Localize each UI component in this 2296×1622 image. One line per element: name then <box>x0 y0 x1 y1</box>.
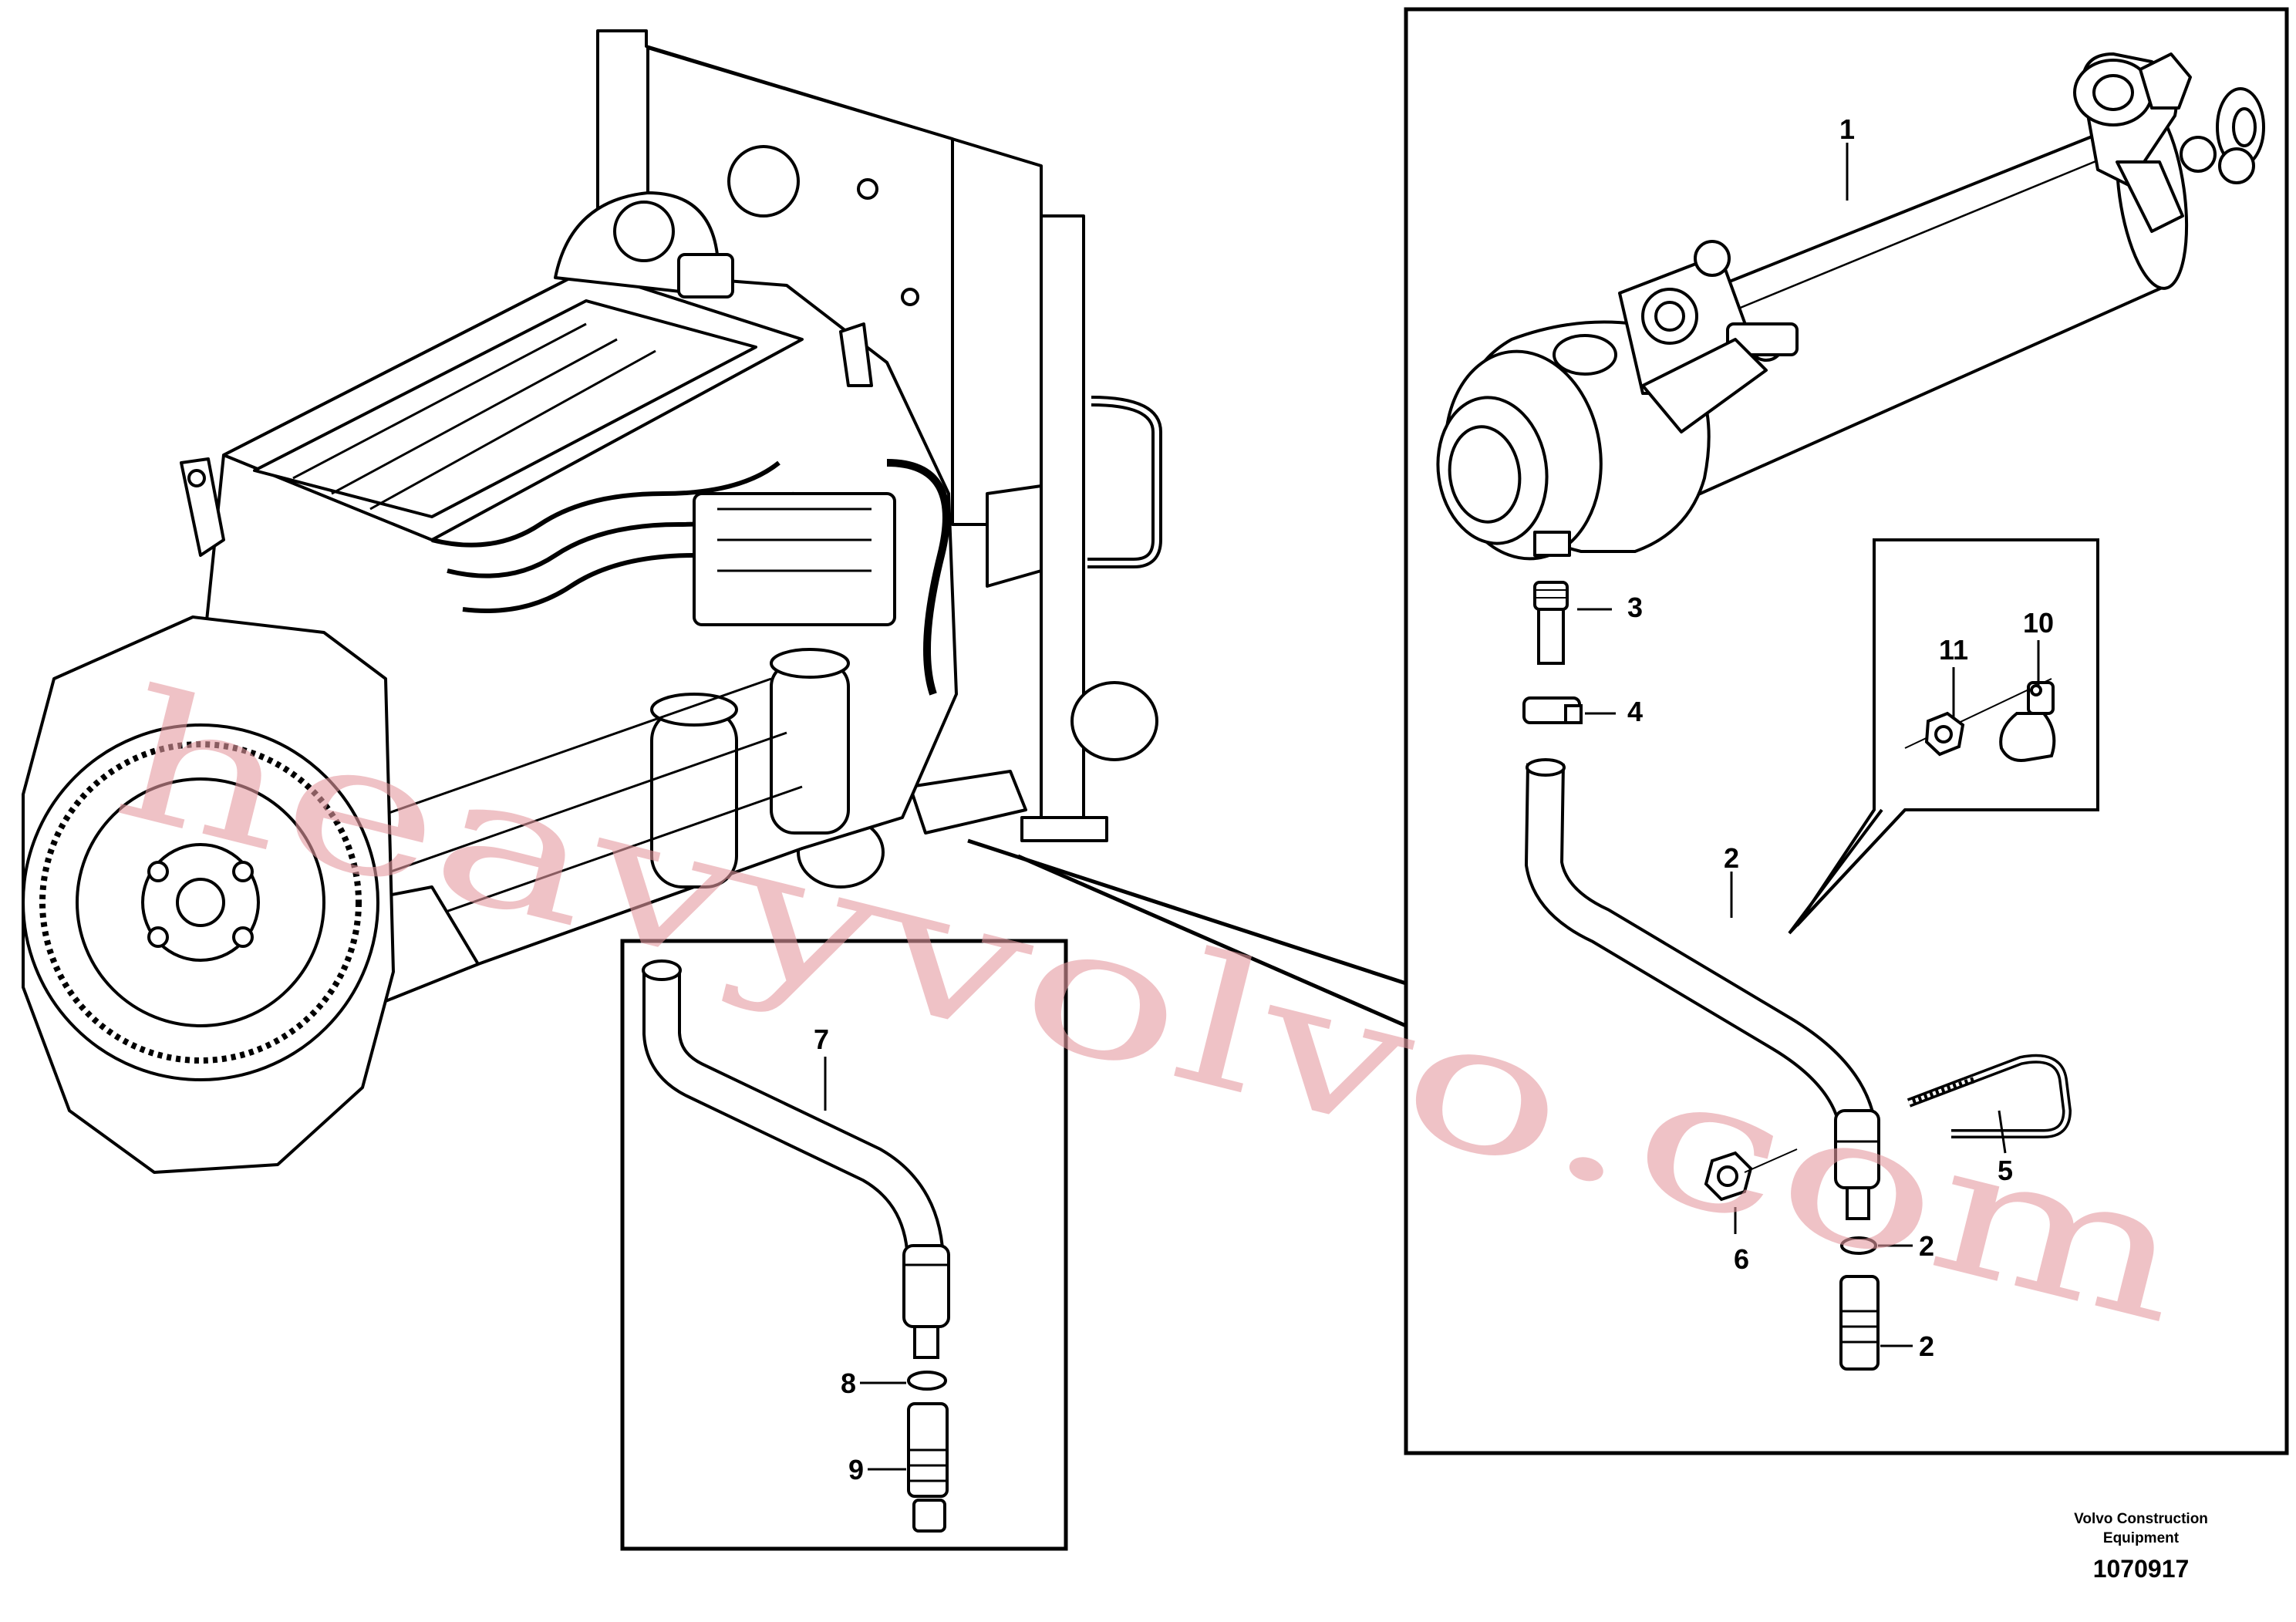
company-name-line1: Volvo Construction <box>2074 1511 2208 1527</box>
callout-2-adapter: 2 <box>1919 1330 1934 1362</box>
callout-leaders <box>824 143 2040 1471</box>
p-clamp-part-10 <box>1999 681 2056 762</box>
hose-part-7 <box>642 959 950 1359</box>
engine-assembly-illustration <box>22 29 1162 1174</box>
clamp-inset-frame <box>1788 538 2099 935</box>
callout-labels: 1 3 4 2 11 10 5 6 2 2 7 8 9 <box>814 113 2054 1485</box>
reference-leader-lines <box>967 838 1408 1028</box>
callout-1: 1 <box>1839 113 1855 145</box>
company-name-line2: Equipment <box>2103 1530 2180 1546</box>
adapter-part-9 <box>907 1402 949 1533</box>
callout-9: 9 <box>848 1454 864 1485</box>
callout-2-hose: 2 <box>1724 842 1739 874</box>
callout-4: 4 <box>1627 696 1643 727</box>
hose-clamp-part-4 <box>1522 696 1583 724</box>
callout-8: 8 <box>841 1367 856 1399</box>
oil-cooler-part-1 <box>1436 52 2265 561</box>
washer-part-8 <box>907 1371 947 1391</box>
callout-7: 7 <box>814 1023 829 1055</box>
callout-11: 11 <box>1939 634 1968 666</box>
document-number: 1070917 <box>2093 1555 2190 1583</box>
u-bolt-part-5 <box>1907 1054 2072 1138</box>
nut-part-6 <box>1704 1148 1798 1202</box>
callout-10: 10 <box>2023 607 2054 639</box>
hose-detail-frame <box>620 939 1068 1551</box>
callout-6: 6 <box>1734 1243 1749 1275</box>
callout-5: 5 <box>1998 1155 2013 1186</box>
nut-part-11 <box>1904 678 2052 757</box>
footer-block: Volvo Construction Equipment 1070917 <box>2074 1511 2208 1583</box>
hose-part-2 <box>1524 758 1880 1371</box>
nipple-part-3 <box>1533 581 1569 665</box>
callout-3: 3 <box>1627 592 1643 623</box>
callout-2-washer: 2 <box>1919 1230 1934 1262</box>
